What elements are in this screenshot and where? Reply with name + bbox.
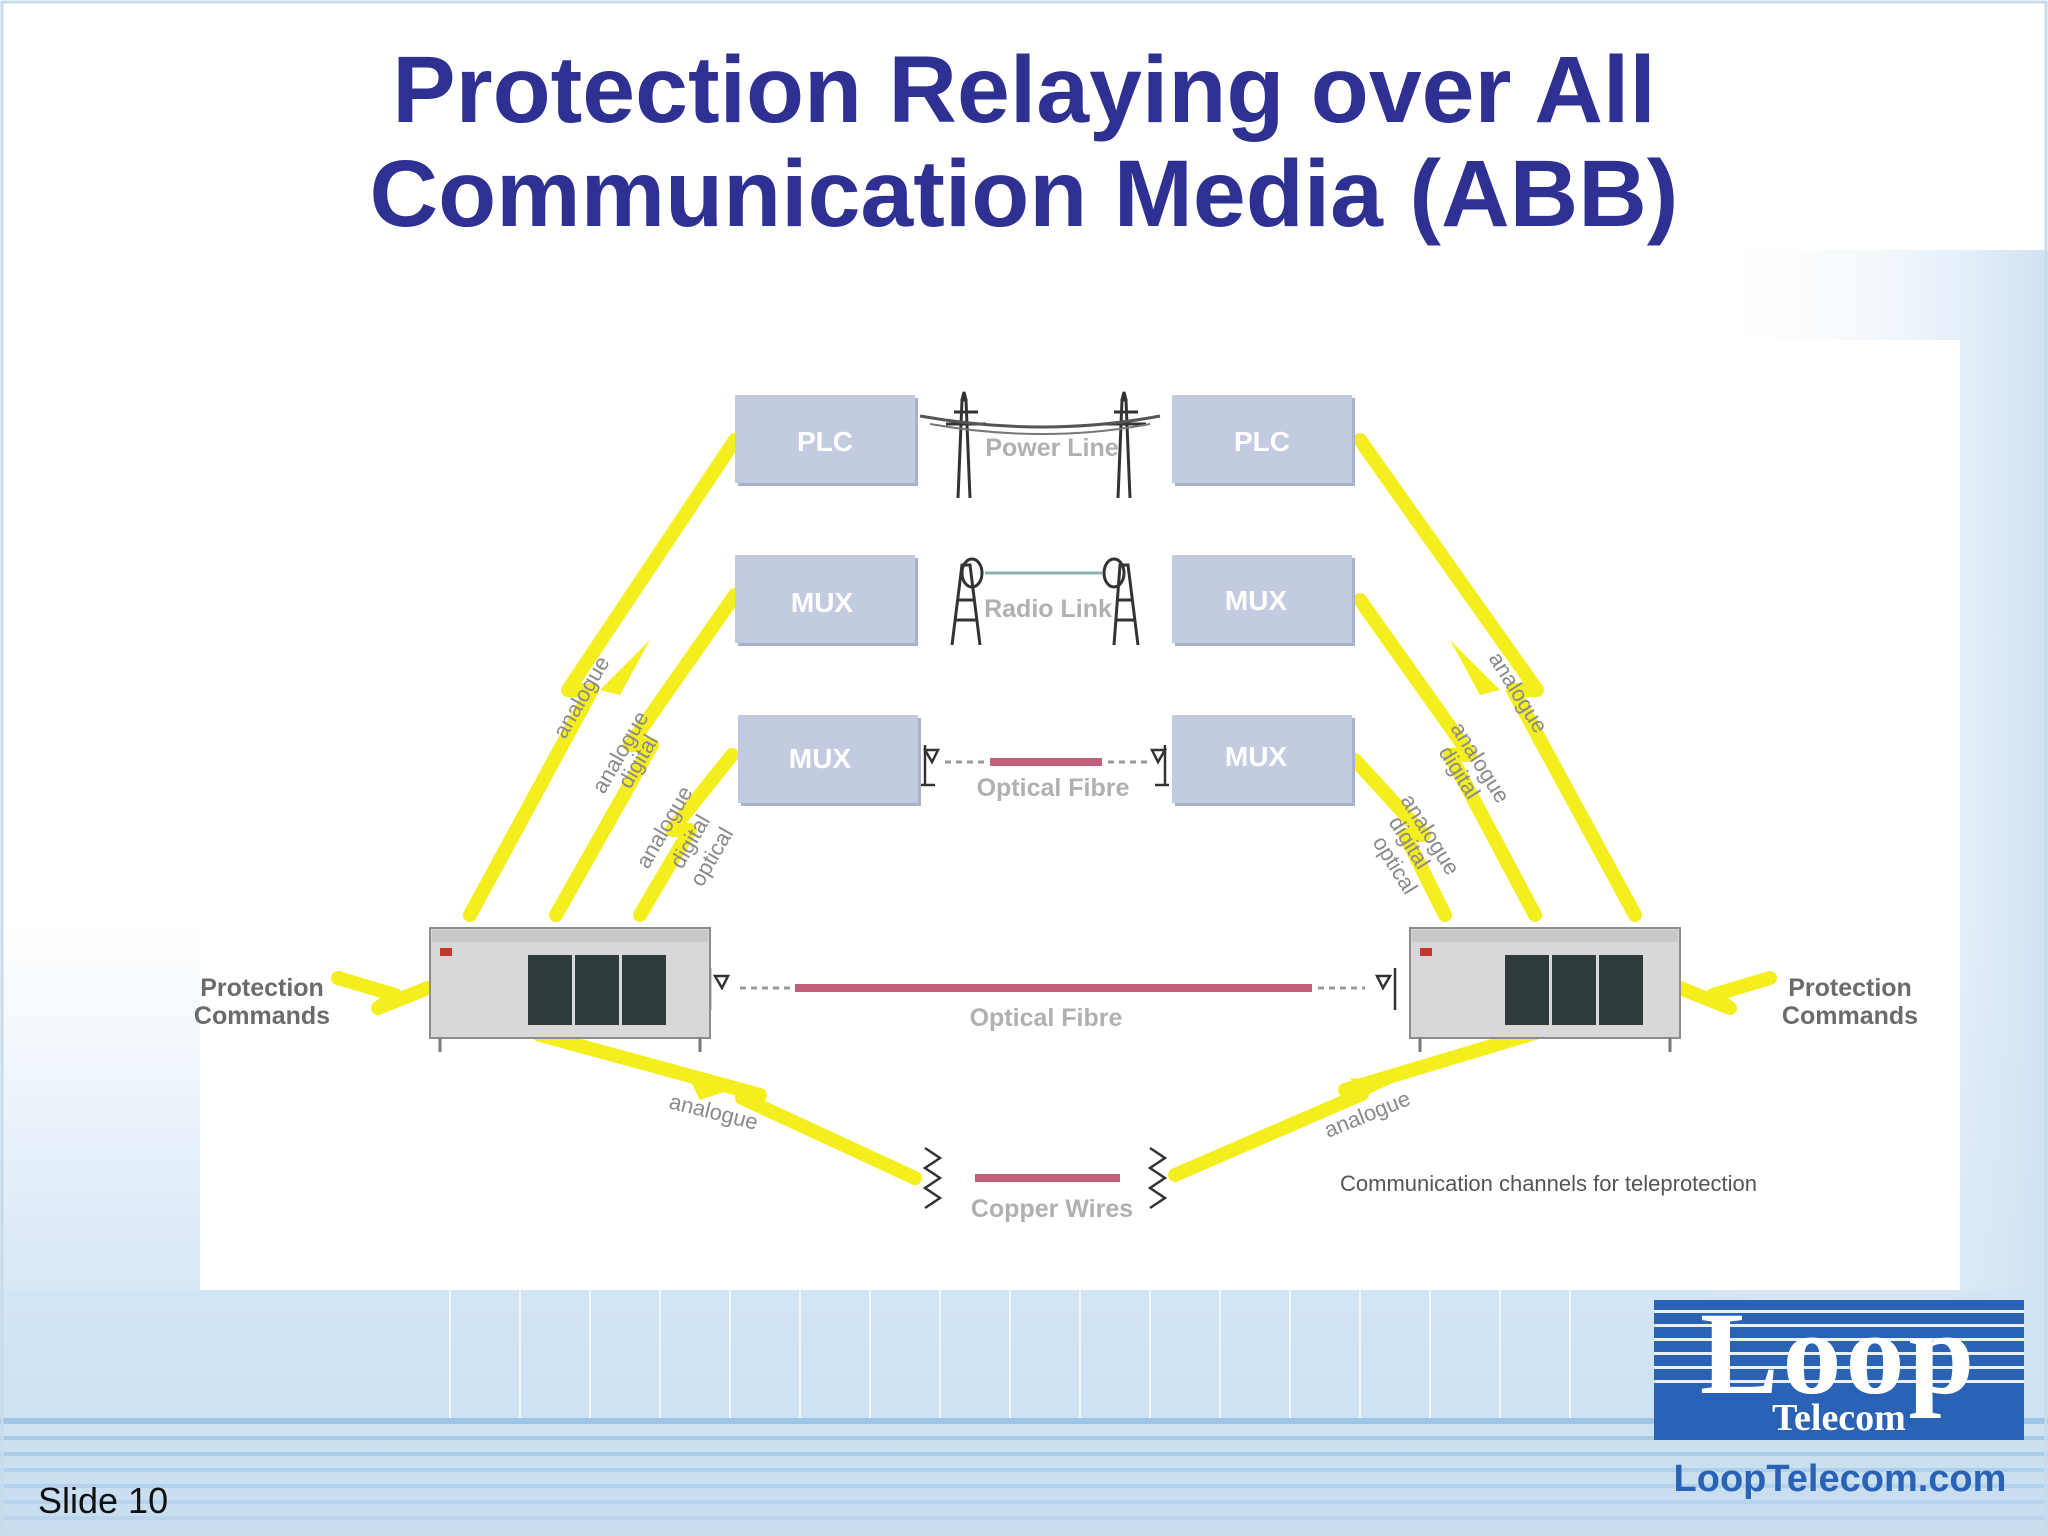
box-right-plc-label: PLC: [1234, 426, 1290, 457]
arrowhead: [600, 640, 650, 695]
logo-sub-text: Telecom: [1772, 1397, 1906, 1439]
relay-unit-right: [1409, 927, 1681, 1052]
box-right-mux-radio: MUX: [1172, 555, 1355, 646]
protection-commands-right-line2: Commands: [1782, 1002, 1918, 1030]
box-left-plc: PLC: [735, 395, 918, 486]
protection-commands-right-line1: Protection: [1788, 974, 1912, 1002]
channel-left-mux-radio: [549, 588, 742, 922]
cable-coil-icon: [922, 1146, 1168, 1210]
slide-number: Slide 10: [38, 1480, 169, 1521]
equipment-boxes: PLC PLC MUX MUX MUX: [735, 395, 1355, 806]
box-right-mux-fibre-label: MUX: [1225, 741, 1288, 772]
channel-lines: [331, 433, 1777, 1185]
box-right-plc: PLC: [1172, 395, 1355, 486]
channel-right-plc: [1353, 433, 1642, 922]
diagram-panel: [200, 340, 1960, 1290]
arrowhead: [1450, 640, 1500, 695]
medium-optical-fibre-mux: Optical Fibre: [977, 774, 1130, 802]
radio-tower-icon: [950, 557, 1140, 646]
medium-radio-link: Radio Link: [984, 595, 1112, 623]
protection-commands-left-line2: Commands: [194, 1002, 330, 1030]
logo-url[interactable]: LoopTelecom.com: [1673, 1458, 2007, 1500]
channel-left-copper: [533, 1028, 922, 1185]
channel-arrowheads: [600, 640, 1500, 1100]
arrowhead: [1350, 1078, 1395, 1098]
slide-title-line2: Communication Media (ABB): [369, 141, 1679, 247]
arrowhead: [690, 1080, 745, 1100]
box-right-mux-radio-label: MUX: [1225, 585, 1288, 616]
box-left-plc-label: PLC: [797, 426, 853, 457]
box-right-mux-fibre: MUX: [1172, 715, 1355, 806]
channel-right-copper: [1168, 1023, 1552, 1182]
optical-transceiver-icon: [921, 745, 1169, 787]
logo-main-text: Loop: [1699, 1300, 1979, 1419]
diagram-caption: Communication channels for teleprotectio…: [1340, 1171, 1757, 1196]
channel-right-mux-radio: [1353, 593, 1542, 922]
medium-optical-fibre-direct: Optical Fibre: [970, 1004, 1123, 1032]
box-left-mux-radio: MUX: [735, 555, 918, 646]
channel-left-plc: [463, 433, 742, 922]
slide-title-line1: Protection Relaying over All: [392, 37, 1656, 143]
relay-unit-left: [429, 927, 711, 1052]
protection-commands-left-line1: Protection: [200, 974, 324, 1002]
medium-power-line: Power Line: [985, 434, 1118, 462]
power-tower-icon: [919, 391, 1161, 499]
box-left-mux-fibre: MUX: [738, 715, 921, 806]
channel-left-mux-fibre: [633, 748, 739, 922]
channel-right-mux-fibre: [1348, 753, 1452, 922]
box-left-mux-radio-label: MUX: [791, 587, 854, 618]
command-left: [331, 971, 435, 1015]
command-right: [1673, 971, 1777, 1015]
loop-telecom-logo: Loop Telecom: [1654, 1300, 2024, 1440]
medium-copper-wires: Copper Wires: [971, 1195, 1133, 1223]
box-left-mux-fibre-label: MUX: [789, 743, 852, 774]
